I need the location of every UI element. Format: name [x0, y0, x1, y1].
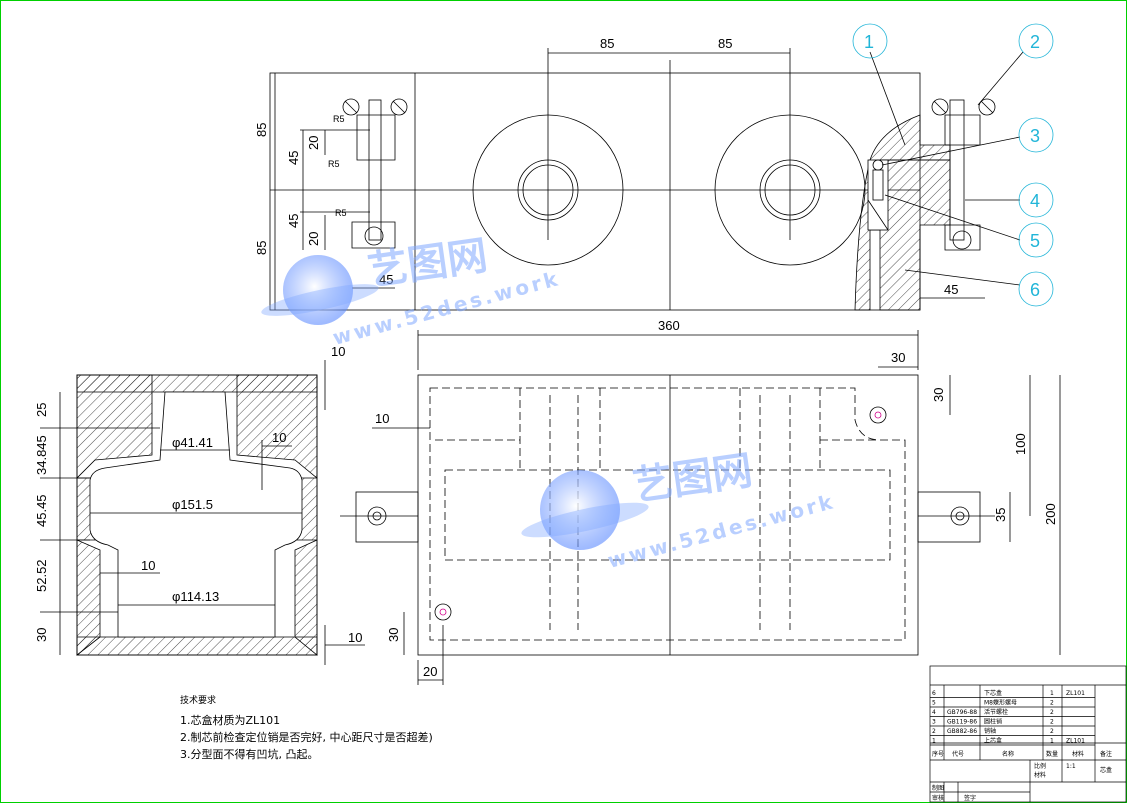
balloon-1: 1 — [864, 32, 874, 52]
dim-85-left-bot: 85 — [254, 241, 269, 255]
parts-row-qty: 1 — [1050, 690, 1054, 697]
parts-row-no: 5 — [932, 700, 936, 707]
dim-h5252: 52.52 — [34, 559, 49, 592]
dim-t10-a: 10 — [272, 430, 286, 445]
parts-row-code: GB882-86 — [947, 728, 977, 735]
parts-row-qty: 1 — [1050, 738, 1054, 745]
dim-45-bottom-left: 45 — [379, 272, 393, 287]
drawing-no: 芯盒 — [1100, 766, 1112, 774]
parts-row-no: 4 — [932, 709, 936, 716]
balloon-2: 2 — [1030, 32, 1040, 52]
dim-phi11413: φ114.13 — [172, 589, 219, 604]
notes-title: 技术要求 — [180, 696, 217, 706]
parts-row-code: GB119-86 — [947, 719, 977, 726]
dim-r5-b: R5 — [328, 159, 340, 169]
parts-row-name: M8蝶形螺母 — [984, 699, 1017, 707]
dim-35: 35 — [993, 508, 1008, 522]
dim-30-bottom: 30 — [386, 628, 401, 642]
weight-label: 材料 — [1034, 771, 1046, 779]
dim-h30: 30 — [34, 628, 49, 642]
dim-200: 200 — [1043, 503, 1058, 525]
dim-t10-c: 10 — [348, 630, 362, 645]
note-2: 2.制芯前检查定位销是否完好, 中心距尺寸是否超差) — [180, 731, 433, 744]
front-view-outline — [417, 374, 919, 656]
dim-r5-a: R5 — [333, 114, 345, 124]
balloons: 1 2 3 4 5 6 — [852, 23, 1054, 307]
parts-row-mat: ZL101 — [1066, 738, 1085, 745]
dim-30-top: 30 — [891, 350, 905, 365]
parts-row-name: 下芯盒 — [984, 689, 1002, 697]
watermark-cn-mid: 艺图网 — [630, 448, 755, 510]
dim-10-top: 10 — [331, 344, 345, 359]
parts-row-code: GB796-88 — [947, 709, 977, 716]
dim-45-bottom-right: 45 — [944, 282, 958, 297]
parts-row-mat: ZL101 — [1066, 690, 1085, 697]
front-view: 360 30 30 100 200 35 10 30 20 — [340, 318, 1061, 685]
dim-20-a: 20 — [306, 136, 321, 150]
dim-85-left-top: 85 — [254, 123, 269, 137]
section-view: 25 34.845 45.45 52.52 30 φ41.41 φ151.5 φ… — [34, 344, 365, 665]
dim-100: 100 — [1013, 433, 1028, 455]
check-label: 审核 — [932, 794, 944, 802]
scale-value: 1:1 — [1066, 763, 1076, 770]
dim-85-left: 85 — [600, 36, 614, 51]
note-1: 1.芯盒材质为ZL101 — [180, 714, 281, 727]
balloon-5: 5 — [1030, 231, 1040, 251]
drawn-label: 制图 — [932, 784, 944, 792]
dim-45-a: 45 — [286, 151, 301, 165]
dim-85-right: 85 — [718, 36, 732, 51]
parts-row-name: 销轴 — [984, 727, 996, 735]
dim-20-b: 20 — [306, 232, 321, 246]
parts-row-no: 2 — [932, 728, 936, 735]
top-view: 85 85 85 85 45 45 20 20 R5 R5 R5 45 — [254, 36, 1024, 311]
dim-h34845: 34.845 — [34, 435, 49, 475]
dim-360: 360 — [658, 318, 680, 333]
parts-row-qty: 2 — [1050, 709, 1054, 716]
parts-row-no: 1 — [932, 738, 936, 745]
dim-phi1515: φ151.5 — [172, 497, 213, 512]
hdr-mat: 材料 — [1072, 750, 1084, 758]
parts-row-no: 6 — [932, 690, 936, 697]
balloon-4: 4 — [1030, 191, 1040, 211]
note-3: 3.分型面不得有凹坑, 凸起。 — [180, 748, 319, 761]
scale-label: 比例 — [1034, 762, 1046, 770]
hdr-remark: 备注 — [1100, 750, 1112, 758]
parts-row-qty: 2 — [1050, 728, 1054, 735]
dim-30-vertical: 30 — [931, 388, 946, 402]
technical-notes: 技术要求 1.芯盒材质为ZL101 2.制芯前检查定位销是否完好, 中心距尺寸是… — [180, 693, 440, 763]
top-view-outline — [269, 72, 921, 311]
dim-h4545: 45.45 — [34, 494, 49, 527]
hdr-no: 序号 — [932, 750, 944, 758]
hdr-code: 代号 — [952, 750, 964, 758]
parts-row-name: 活节螺栓 — [984, 708, 1008, 716]
parts-row-qty: 2 — [1050, 719, 1054, 726]
parts-row-qty: 2 — [1050, 700, 1054, 707]
parts-row-name: 圆柱销 — [984, 718, 1002, 726]
dim-phi4141: φ41.41 — [172, 435, 213, 450]
dim-r5-c: R5 — [335, 208, 347, 218]
dim-10-left: 10 — [375, 411, 389, 426]
balloon-3: 3 — [1030, 126, 1040, 146]
watermark-cn-top: 艺图网 — [365, 233, 490, 295]
dim-20-bottom: 20 — [423, 664, 437, 679]
watermark-top: 艺图网 www.52des.work — [261, 233, 563, 350]
sign-label: 签字 — [964, 794, 976, 802]
dim-45-b: 45 — [286, 214, 301, 228]
hdr-qty: 数量 — [1046, 750, 1058, 758]
hdr-name: 名称 — [1002, 750, 1014, 758]
parts-row-no: 3 — [932, 719, 936, 726]
dim-h25: 25 — [34, 403, 49, 417]
dim-t10-b: 10 — [141, 558, 155, 573]
parts-row-name: 上芯盒 — [984, 737, 1002, 745]
balloon-6: 6 — [1030, 280, 1040, 300]
